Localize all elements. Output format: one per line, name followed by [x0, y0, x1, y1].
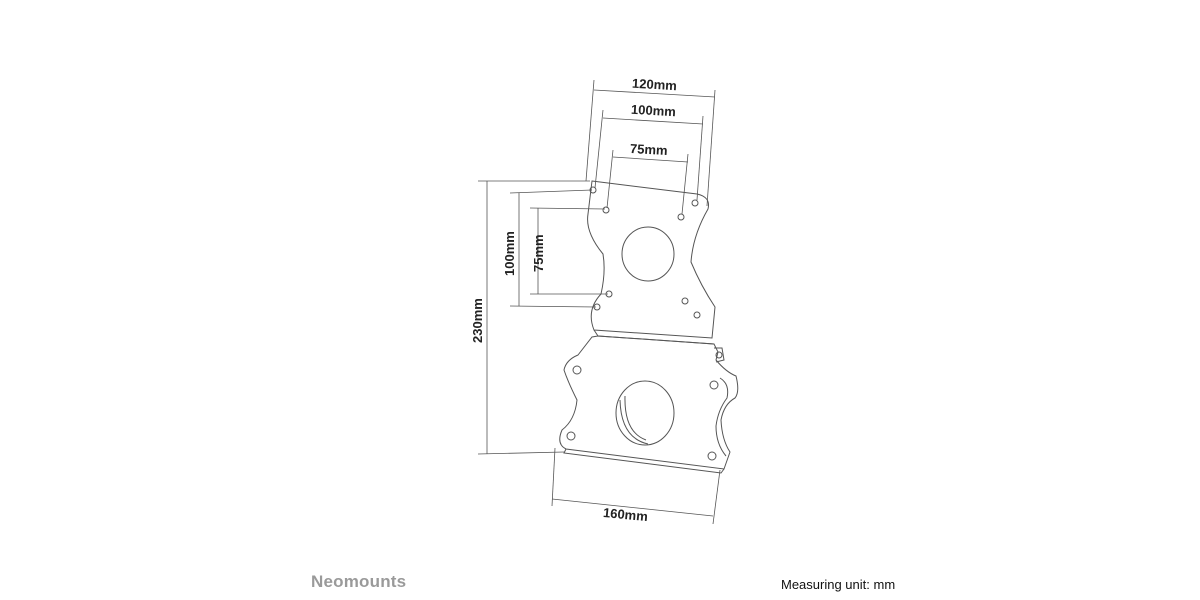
dim-120-line	[593, 89, 716, 98]
dim-h100-ext-bottom	[509, 305, 597, 308]
mount-hole-br-100	[693, 311, 701, 319]
screw-bottom-right	[707, 451, 717, 461]
lower-plate-center-hole-depth-2	[624, 395, 647, 441]
dim-120-ext-left	[585, 79, 595, 182]
measuring-unit-note: Measuring unit: mm	[781, 577, 896, 592]
upper-plate	[587, 180, 716, 345]
screw-bottom-left	[566, 431, 576, 441]
dim-75-ext-right	[681, 153, 689, 215]
dim-label-160: 160mm	[602, 505, 648, 524]
dim-label-230: 230mm	[470, 298, 485, 343]
lower-plate-bottom-edge	[563, 448, 725, 474]
dim-100-ext-right	[696, 115, 704, 201]
mount-hole-br-75	[681, 297, 689, 305]
lower-plate-side-flange	[715, 377, 729, 457]
dim-75-ext-left	[606, 149, 614, 209]
dimension-lines-bottom	[551, 447, 721, 525]
lower-plate	[559, 335, 739, 474]
dim-120-ext-right	[706, 89, 716, 207]
mount-hole-tr-75	[677, 213, 685, 221]
dimension-lines-left	[477, 180, 608, 455]
dim-label-h75: 75mm	[531, 234, 546, 272]
dim-label-h100: 100mm	[502, 231, 517, 276]
mount-hole-tl-75	[602, 206, 610, 214]
upper-plate-outline	[587, 180, 716, 339]
brand-logo-text: Neomounts	[311, 572, 407, 591]
screw-top-right	[709, 380, 719, 390]
dim-100-line	[602, 117, 704, 125]
dim-160-ext-right	[712, 469, 721, 525]
dim-230-ext-bottom	[477, 451, 565, 455]
dim-160-line	[551, 498, 714, 517]
lower-plate-center-hole	[615, 380, 675, 446]
dim-label-75: 75mm	[630, 141, 668, 158]
dim-h100-ext-top	[509, 189, 593, 194]
dim-label-120: 120mm	[632, 76, 678, 94]
dim-label-100: 100mm	[631, 102, 677, 120]
dim-100-ext-left	[594, 109, 604, 189]
dim-75-line	[612, 156, 689, 163]
screw-top-left	[572, 365, 582, 375]
dim-160-ext-left	[551, 447, 556, 507]
lower-plate-front-face	[559, 335, 739, 470]
upper-plate-center-hole	[621, 226, 675, 282]
dimension-lines-top	[585, 79, 716, 215]
upper-clip	[714, 347, 725, 363]
screw-clip	[715, 351, 723, 359]
lower-plate-center-hole-depth	[619, 399, 649, 445]
dim-h75-ext-top	[529, 207, 606, 210]
mount-hole-tr-100	[691, 199, 699, 207]
